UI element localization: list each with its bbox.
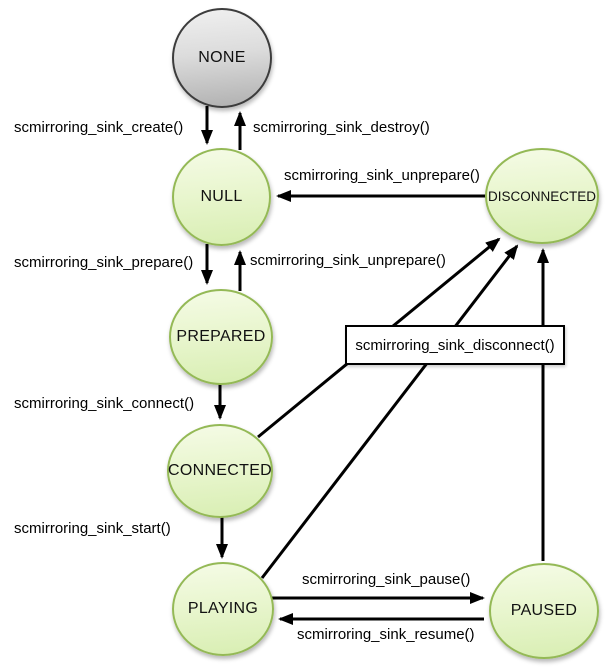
state-playing: PLAYING <box>172 562 274 656</box>
transition-label-connect: scmirroring_sink_connect() <box>14 395 195 412</box>
transition-label-prepare: scmirroring_sink_prepare() <box>14 254 194 271</box>
disconnect-label-box: scmirroring_sink_disconnect() <box>345 325 565 365</box>
state-none: NONE <box>172 8 272 108</box>
state-connected: CONNECTED <box>167 424 273 518</box>
transition-label-disconnect: scmirroring_sink_disconnect() <box>355 336 555 354</box>
state-paused-label: PAUSED <box>510 602 578 619</box>
transition-label-resume: scmirroring_sink_resume() <box>297 626 475 643</box>
state-disconnected: DISCONNECTED <box>485 148 599 244</box>
state-null: NULL <box>172 148 271 246</box>
state-connected-label: CONNECTED <box>167 462 273 479</box>
state-playing-label: PLAYING <box>187 600 259 617</box>
state-null-label: NULL <box>200 188 243 205</box>
transition-label-unprepare-prepared: scmirroring_sink_unprepare() <box>250 252 446 269</box>
transition-label-destroy: scmirroring_sink_destroy() <box>253 119 430 136</box>
state-disconnected-label: DISCONNECTED <box>487 188 596 204</box>
state-none-label: NONE <box>198 49 246 66</box>
arrow-disconnect-from-playing <box>260 244 519 579</box>
transition-label-start: scmirroring_sink_start() <box>14 520 171 537</box>
state-prepared: PREPARED <box>169 289 273 385</box>
transition-label-unprepare-disconnected: scmirroring_sink_unprepare() <box>284 167 480 184</box>
state-paused: PAUSED <box>489 563 599 659</box>
state-prepared-label: PREPARED <box>176 328 266 345</box>
transition-label-pause: scmirroring_sink_pause() <box>302 571 471 588</box>
transition-label-create: scmirroring_sink_create() <box>14 119 184 136</box>
